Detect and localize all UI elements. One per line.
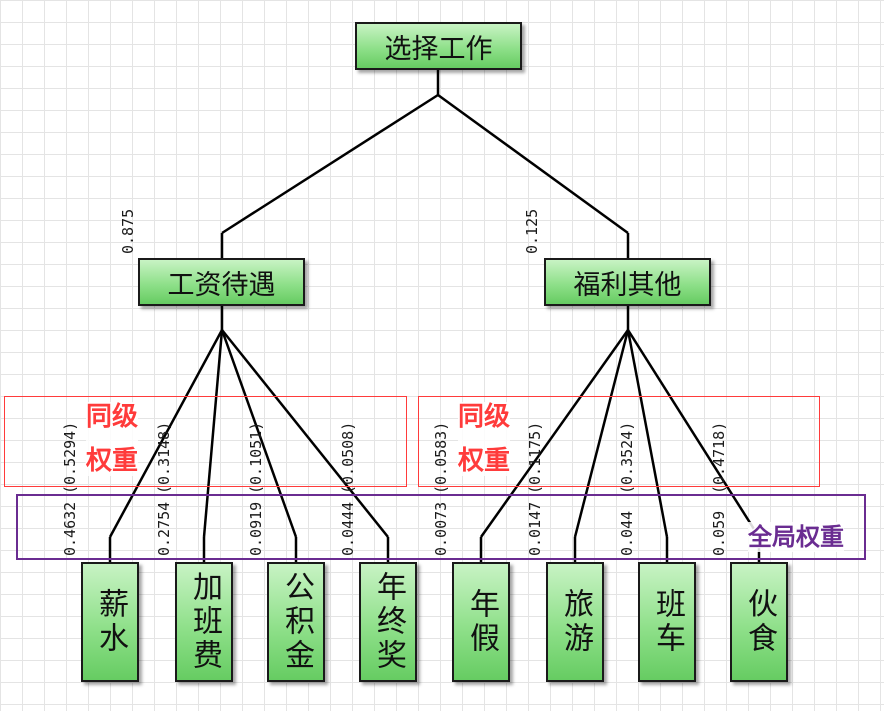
root-node-label: 选择工作 [384, 33, 493, 65]
global-weight-overtime-pay: 0.2754 [155, 501, 173, 556]
leaf-node-travel: 旅游 [546, 562, 604, 682]
local-weight-salary: (0.5294) [61, 421, 79, 494]
group-node-label: 福利其他 [573, 269, 682, 301]
leaf-node-label: 伙食 [742, 588, 777, 656]
global-weight-travel: 0.0147 [526, 501, 544, 556]
group-node-label: 工资待遇 [167, 269, 276, 301]
local-weight-year-end-bonus: (0.0508) [339, 421, 357, 494]
leaf-node-label: 加班费 [187, 571, 222, 673]
local-weight-box-left [4, 396, 407, 487]
global-weight-annotation: 全局权重 [748, 522, 844, 552]
annotation-line: 同级 [86, 402, 139, 432]
leaf-node-label: 旅游 [558, 588, 593, 656]
global-weight-salary: 0.4632 [61, 501, 79, 556]
leaf-node-housing-fund: 公积金 [267, 562, 325, 682]
local-weight-box-right [418, 396, 820, 487]
local-weight-travel: (0.1175) [526, 421, 544, 494]
leaf-node-label: 公积金 [279, 571, 314, 673]
global-weight-year-end-bonus: 0.0444 [339, 501, 357, 556]
local-weight-annotation-left: 同级 权重 [86, 402, 139, 476]
local-weight-meals: (0.4718) [710, 421, 728, 494]
leaf-node-label: 年终奖 [371, 571, 406, 673]
leaf-node-salary: 薪水 [81, 562, 139, 682]
local-weight-shuttle-bus: (0.3524) [618, 421, 636, 494]
global-weight-shuttle-bus: 0.044 [618, 510, 636, 556]
local-weight-housing-fund: (0.1051) [247, 421, 265, 494]
group-node-benefits: 福利其他 [544, 258, 711, 306]
group-weight-benefits: 0.125 [523, 208, 541, 254]
root-node: 选择工作 [355, 22, 522, 70]
leaf-node-meals: 伙食 [730, 562, 788, 682]
local-weight-overtime-pay: (0.3148) [155, 421, 173, 494]
local-weight-annual-leave: (0.0583) [432, 421, 450, 494]
leaf-node-annual-leave: 年假 [452, 562, 510, 682]
leaf-node-shuttle-bus: 班车 [638, 562, 696, 682]
global-weight-meals: 0.059 [710, 510, 728, 556]
group-node-salary: 工资待遇 [138, 258, 305, 306]
leaf-node-overtime-pay: 加班费 [175, 562, 233, 682]
leaf-node-year-end-bonus: 年终奖 [359, 562, 417, 682]
local-weight-annotation-right: 同级 权重 [458, 402, 511, 476]
annotation-line: 权重 [86, 446, 139, 476]
global-weight-annual-leave: 0.0073 [432, 501, 450, 556]
group-weight-salary: 0.875 [119, 208, 137, 254]
global-weight-housing-fund: 0.0919 [247, 501, 265, 556]
leaf-node-label: 薪水 [93, 588, 128, 656]
global-weight-box [16, 494, 866, 560]
leaf-node-label: 班车 [650, 588, 685, 656]
annotation-line: 同级 [458, 402, 511, 432]
leaf-node-label: 年假 [464, 588, 499, 656]
annotation-line: 权重 [458, 446, 511, 476]
